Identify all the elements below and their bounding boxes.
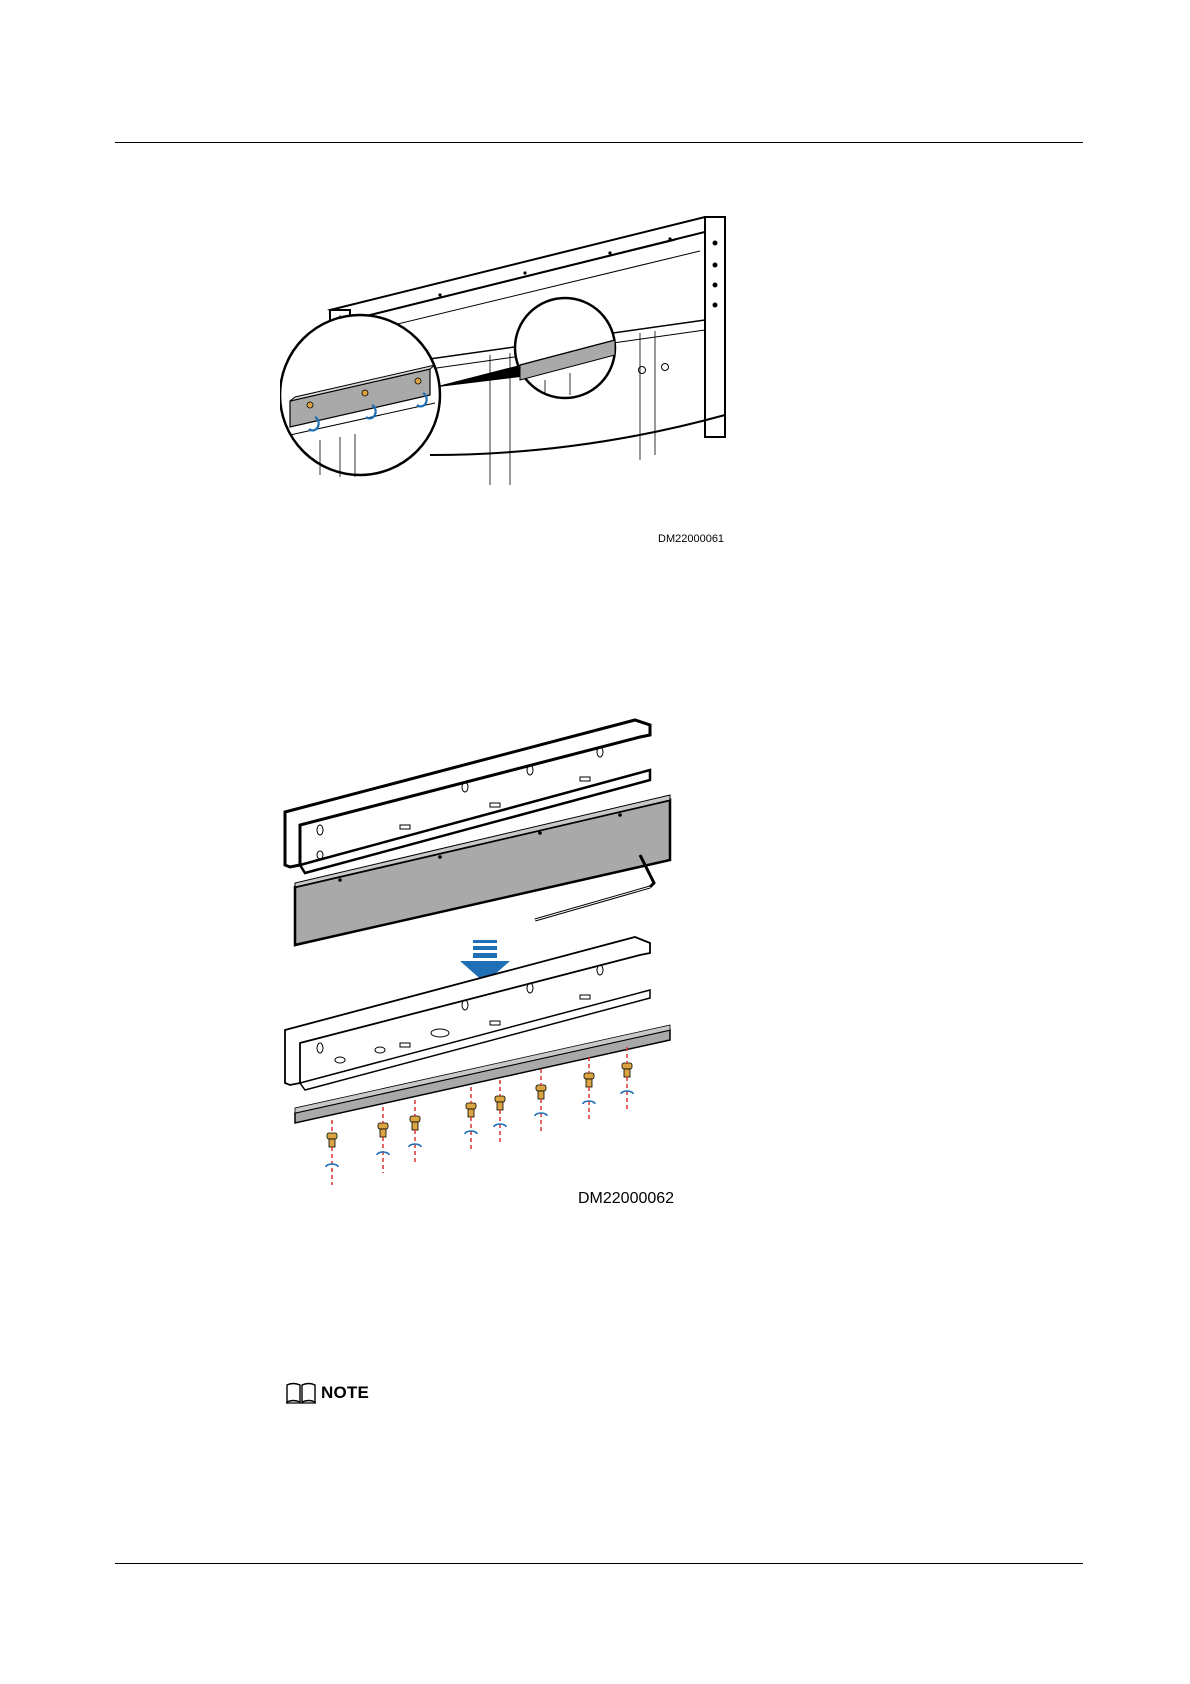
footer-rule: [115, 1563, 1083, 1564]
figure-code-1: DM22000061: [658, 533, 724, 545]
rail-assembly-illustration: [280, 715, 690, 1190]
figure-code-2: DM22000062: [578, 1190, 674, 1208]
figure-rail-assembly: [280, 715, 690, 1190]
note-label: NOTE: [321, 1383, 369, 1403]
note-heading: NOTE: [285, 1382, 369, 1404]
cabinet-rail-illustration: [280, 205, 740, 550]
header-rule: [115, 142, 1083, 143]
figure-cabinet-rail: [280, 205, 740, 550]
book-icon: [285, 1382, 317, 1404]
